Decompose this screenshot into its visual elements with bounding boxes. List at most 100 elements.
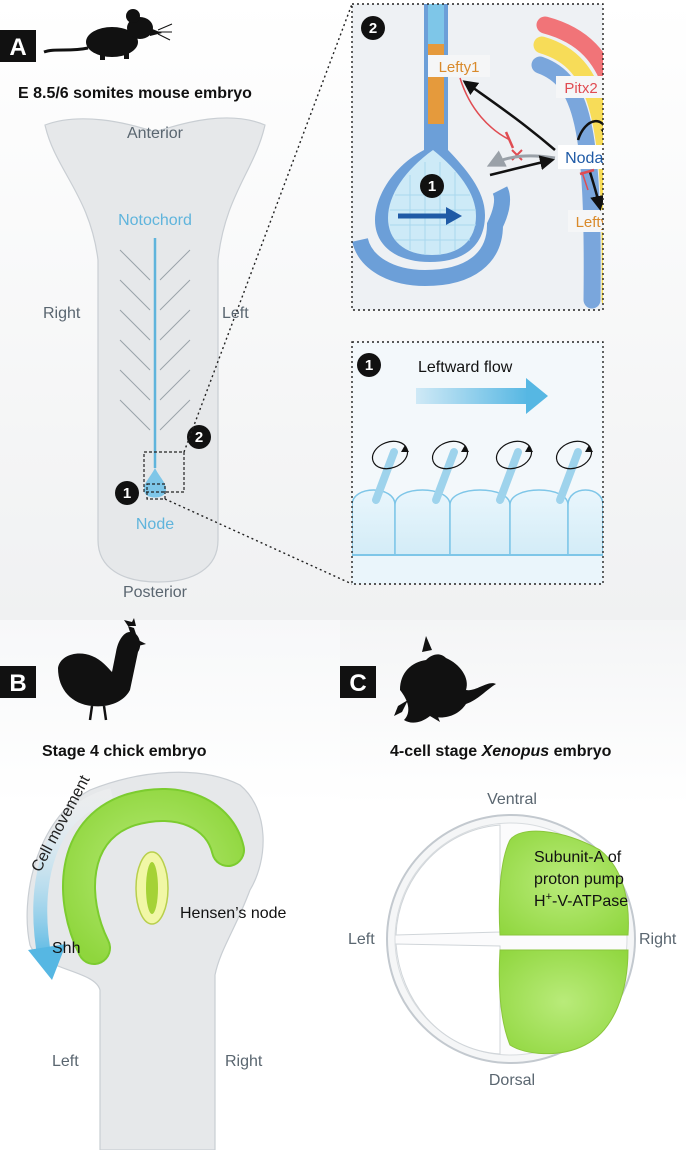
hensens-node-core bbox=[146, 862, 158, 914]
blastomere-right-ventral-green bbox=[498, 830, 629, 936]
panel-b-title: Stage 4 chick embryo bbox=[42, 743, 207, 760]
cilia bbox=[371, 440, 593, 504]
cell-row bbox=[352, 489, 603, 584]
subunit-h: H bbox=[534, 893, 546, 910]
lefty2-label-bg bbox=[568, 210, 603, 232]
lefty1-label-bg bbox=[428, 55, 490, 77]
lefty2-label: Lefty2 bbox=[576, 214, 617, 231]
subunit-label-line1: Subunit-A of bbox=[534, 849, 622, 866]
zoom-line-bottom bbox=[164, 498, 353, 585]
marker-2-label: 2 bbox=[195, 429, 203, 446]
nodal-autoregulation-arrow bbox=[576, 119, 603, 143]
lefty1-inhibit-line bbox=[459, 77, 511, 141]
stripe-red bbox=[536, 16, 603, 89]
panel-a-letter: A bbox=[9, 34, 26, 61]
panel-c-title-prefix: 4-cell stage bbox=[390, 743, 482, 760]
nodal-label-bg bbox=[558, 145, 603, 169]
inset2-flow-arrowhead bbox=[446, 207, 462, 225]
nodal-label: Nodal bbox=[565, 150, 607, 167]
right-label-c: Right bbox=[639, 931, 677, 948]
subunit-vatpase: -V-ATPase bbox=[552, 893, 628, 910]
subunit-label-line2: proton pump bbox=[534, 871, 624, 888]
blastomere-right-dorsal-green bbox=[498, 949, 629, 1055]
panel-c-title-suffix: embryo bbox=[549, 743, 611, 760]
inset-2: 1 Lefty1 Pitx2 Nodal Lefty2 bbox=[351, 3, 617, 311]
marker-1 bbox=[115, 481, 139, 505]
inset-2-border bbox=[351, 3, 604, 311]
node-pit-grid bbox=[390, 162, 476, 255]
left-label-a: Left bbox=[222, 305, 249, 322]
somite-chevrons bbox=[119, 249, 191, 431]
inset-1: Leftward flow bbox=[351, 341, 604, 585]
right-label-a: Right bbox=[43, 305, 81, 322]
marker-1-label: 1 bbox=[123, 485, 131, 502]
pitx2-label: Pitx2 bbox=[564, 80, 597, 97]
lefty1-inhibit-bar bbox=[504, 131, 515, 149]
region-box-2 bbox=[143, 451, 185, 493]
panel-a: A E 8.5/6 somites mouse embryo Anterior … bbox=[0, 0, 686, 620]
chicken-icon bbox=[58, 618, 146, 721]
lefty1-label: Lefty1 bbox=[439, 59, 480, 76]
pitx2-label-bg bbox=[556, 76, 603, 98]
inset2-node-marker-label: 1 bbox=[428, 178, 436, 195]
inset-1-border bbox=[351, 341, 604, 585]
region-box-1 bbox=[146, 483, 166, 500]
subunit-plus: + bbox=[546, 891, 552, 903]
hensens-node-label: Hensen’s node bbox=[180, 905, 287, 922]
cell-movement-arrow bbox=[33, 788, 114, 962]
panel-b-letter-box bbox=[0, 666, 36, 698]
stripe-yellow bbox=[533, 36, 603, 305]
panel-b-letter: B bbox=[9, 670, 26, 697]
inset-1-number: 1 bbox=[365, 357, 373, 374]
nodal-to-lefty2-arrow bbox=[588, 171, 603, 211]
cilium bbox=[555, 440, 593, 504]
notochord-label: Notochord bbox=[118, 212, 192, 229]
blastomere-left-ventral bbox=[395, 824, 501, 936]
blastomere-left-dorsal bbox=[395, 943, 501, 1055]
frog-icon bbox=[394, 636, 496, 723]
cilium bbox=[371, 440, 409, 504]
anterior-label: Anterior bbox=[127, 125, 184, 142]
epithelial-cell bbox=[394, 489, 451, 556]
cilium bbox=[495, 440, 533, 504]
left-label-b: Left bbox=[52, 1053, 79, 1070]
dorsal-label: Dorsal bbox=[489, 1072, 535, 1089]
lefty2-inhibit-bar bbox=[579, 168, 595, 176]
stripe-blue bbox=[531, 56, 601, 309]
node-hook-tail bbox=[352, 186, 511, 287]
panel-c-title-italic: Xenopus bbox=[481, 743, 550, 760]
lefty2-inhibit-line bbox=[581, 171, 589, 191]
notochord-edge-left bbox=[424, 4, 428, 124]
panel-a-title: E 8.5/6 somites mouse embryo bbox=[18, 85, 252, 102]
ventral-label: Ventral bbox=[487, 791, 537, 808]
node-shape bbox=[144, 468, 166, 498]
panel-c-title: 4-cell stage Xenopus embryo bbox=[390, 743, 612, 760]
inset-notochord bbox=[426, 4, 446, 44]
flow-label: Leftward flow bbox=[418, 359, 513, 376]
panel-c-letter: C bbox=[349, 670, 366, 697]
epithelial-cell bbox=[567, 489, 603, 556]
shh-domain bbox=[64, 790, 243, 963]
inset-2-number: 2 bbox=[369, 20, 377, 37]
mouse-icon bbox=[43, 9, 173, 60]
panel-c-letter-box bbox=[340, 666, 376, 698]
right-label-b: Right bbox=[225, 1053, 263, 1070]
basement-band bbox=[352, 556, 603, 584]
left-label-c: Left bbox=[348, 931, 375, 948]
cell-movement-arrowhead bbox=[28, 944, 66, 980]
inset-1-number-badge bbox=[357, 353, 381, 377]
nodal-to-lefty1-arrow bbox=[462, 80, 556, 151]
flow-arrow-shaft bbox=[416, 388, 528, 404]
flow-arrowhead bbox=[526, 378, 548, 414]
node-label: Node bbox=[136, 516, 174, 533]
subunit-label-line3: H+-V-ATPase bbox=[534, 891, 628, 910]
cilium bbox=[431, 440, 469, 504]
panel-b: B Stage 4 chick embryo Cell movement Shh… bbox=[0, 618, 340, 1150]
marker-2 bbox=[187, 425, 211, 449]
panel-a-letter-box bbox=[0, 30, 36, 62]
flow-to-nodal-arrow bbox=[489, 155, 555, 177]
inset2-node-marker bbox=[420, 174, 444, 198]
panel-c: C 4-cell stage Xenopus embryo Ventral Do… bbox=[340, 620, 686, 1150]
shh-label: Shh bbox=[52, 940, 80, 957]
